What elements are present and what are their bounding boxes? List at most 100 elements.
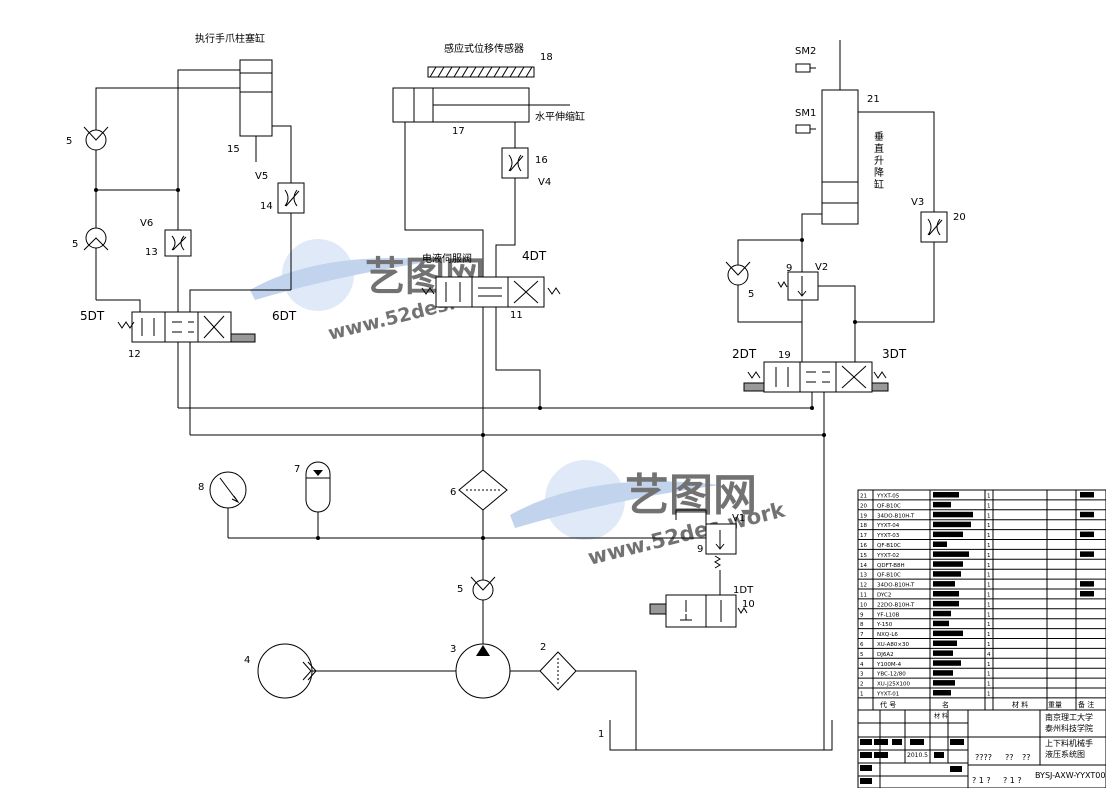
label-sm2: SM2 [795,46,816,57]
throttle-valve-13 [164,229,192,257]
bom-row-number: 14 [860,563,867,569]
bom-row: 3 YBC-12/80 1 [860,670,991,678]
bom-row-code: XU-A80×30 [877,642,910,648]
bom-row-remark-redacted [1080,551,1094,557]
bom-row-name-redacted [933,541,947,547]
label-4dt: 4DT [522,249,547,263]
gripper-circuit: 执行手爪柱塞缸 15 V5 5 5 13 V6 [66,32,305,435]
bom-row-name-redacted [933,650,953,656]
oil-tank-1 [609,720,833,751]
bom-row-qty: 1 [987,573,991,579]
bom-row-number: 4 [860,662,864,668]
bom-row-number: 6 [860,642,864,648]
throttle-valve-16 [501,147,529,179]
label-9b: 9 [786,263,792,274]
check-valve-5d [470,576,496,601]
label-15: 15 [227,144,240,155]
bom-row-name-redacted [933,531,963,538]
manifold-lines [178,406,826,470]
vertical-title-4: 降 [874,166,884,179]
bom-row-number: 11 [860,593,867,599]
bom-row-number: 16 [860,543,867,549]
bom-row-qty: 1 [987,672,991,678]
title-q2: ?? [1005,753,1014,762]
bom-row-code: XU-J25X100 [877,682,910,688]
bom-row-name-redacted [933,660,961,666]
bom-row-number: 3 [860,672,864,678]
vertical-title-3: 升 [874,155,884,167]
gripper-cylinder-15 [239,59,273,137]
horizontal-circuit: 感应式位移传感器 18 水平伸缩缸 17 16 V4 电液伺服阀 4DT [392,42,585,435]
label-5b: 5 [72,239,78,250]
limit-switch-sm2 [795,63,811,73]
bom-row-name-redacted [933,610,951,617]
bom-row-number: 2 [860,682,864,688]
label-4: 4 [244,655,250,666]
bom-row-name-redacted [933,501,951,508]
bom-row-name-redacted [933,521,971,528]
bom-row-number: 5 [860,652,864,658]
label-19: 19 [778,350,791,361]
label-18: 18 [540,52,553,63]
bom-row-qty: 1 [987,593,991,599]
vertical-cylinder-21 [821,89,859,225]
label-1: 1 [598,729,604,740]
bom-row-code: YYXT-03 [876,533,900,539]
bom-row-qty: 1 [987,543,991,549]
label-3: 3 [450,644,456,655]
bom-header-material: 材 料 [1012,700,1028,709]
sequence-valve-9-v2 [787,271,819,301]
drawing-name-1: 上下料机械手 [1045,738,1093,748]
label-17: 17 [452,126,465,137]
label-16: 16 [535,155,548,166]
label-6dt: 6DT [272,309,297,323]
bom-row-number: 18 [860,523,867,529]
bom-row-qty: 1 [987,642,991,648]
servo-valve-title: 电液伺服阀 [422,252,472,265]
bom-row-remark-redacted [1080,581,1094,587]
bom-row-code: QF-B10C [877,573,901,579]
bom-row-qty: 1 [987,513,991,519]
bom-row-code: YYXT-02 [876,553,899,559]
bom-header-weight: 重量 [1048,701,1062,709]
bom-row-code: YBC-12/80 [876,672,906,678]
sensor-title: 感应式位移传感器 [444,42,524,55]
bom-header-name: 名 [942,700,949,709]
label-v3: V3 [911,197,924,208]
bom-row-name-redacted [933,561,963,567]
bom-row-code: YYXT-04 [876,523,900,529]
bom-row-name-redacted [933,511,973,518]
label-v2: V2 [815,262,828,273]
bom-row-qty: 1 [987,622,991,628]
bom-row-name-redacted [933,630,963,637]
label-2dt: 2DT [732,347,757,361]
bom-row-qty: 1 [987,563,991,569]
bom-row-name-redacted [933,591,959,597]
label-7: 7 [294,464,300,475]
label-v4: V4 [538,177,551,188]
bom-row-code: QF-B10C [877,503,901,509]
relief-valve-9-v1 [705,523,737,555]
throttle-valve-14 [277,182,305,214]
bom-row-number: 21 [860,494,867,500]
title-scale: ? 1 ? [972,776,991,785]
check-valve-5b [83,227,109,251]
school-name-1: 南京理工大学 [1045,712,1093,722]
bom-row: 6 XU-A80×30 1 [860,640,991,648]
label-12: 12 [128,349,141,360]
bom-row-qty: 1 [987,494,991,500]
vertical-title-1: 垂 [874,131,884,143]
bom-row-number: 1 [860,692,864,698]
bom-row-qty: 1 [987,632,991,638]
